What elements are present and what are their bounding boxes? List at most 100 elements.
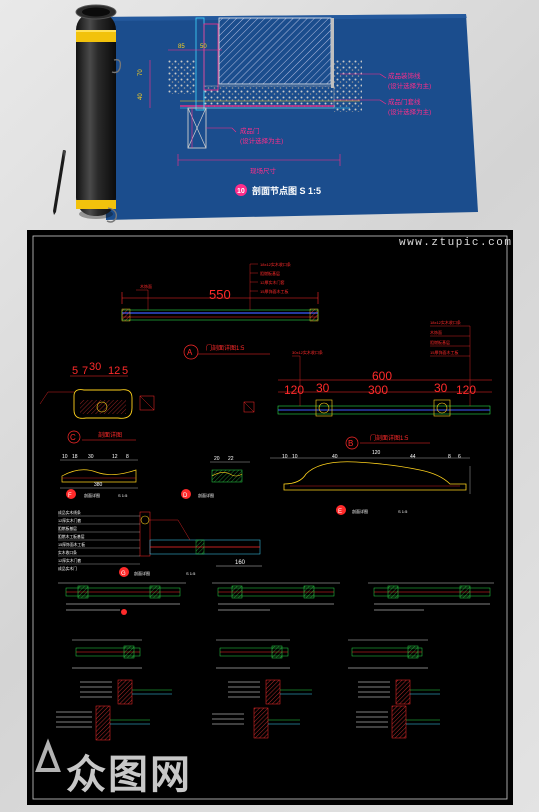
row3-e-dim-2: 10 [292, 454, 298, 460]
detail-thumb-row-1a [58, 582, 186, 615]
detail-b-letter: B [348, 439, 353, 448]
row3-e-dim-5: 44 [410, 454, 416, 460]
row3-f-dim-1: 10 [62, 454, 68, 460]
detail-thumb-row-2b [216, 639, 290, 669]
detail-c-dim-3: 30 [89, 361, 101, 373]
detail-thumb-row-3b [228, 679, 312, 705]
detail-b-dim-30-right: 30 [434, 381, 448, 395]
row3-e-label: 剖面详图 [352, 508, 368, 514]
top-note-decor-line: 成品装饰线 [388, 71, 421, 80]
row3-f-scale: S 1:5 [118, 493, 128, 498]
detail-thumb-row-4a [56, 705, 150, 741]
top-site-size: 现场尺寸 [250, 166, 277, 175]
detail-c-dim-4: 12 [108, 365, 120, 377]
row3-d-dim-1: 20 [214, 456, 220, 462]
row3-f-letter: F [68, 493, 72, 499]
detail-b-dim-30-left: 30 [316, 381, 330, 395]
section-g-drawing [58, 511, 262, 567]
section-g-letter: G [121, 571, 126, 577]
top-section-drawing [149, 17, 387, 166]
detail1-note-4: 15厚饰面木工板 [260, 288, 288, 294]
title-number-badge [235, 184, 247, 196]
row3-f-dim-3: 30 [88, 454, 94, 460]
row3-f-dim-4: 12 [112, 454, 118, 460]
tube-hook-icon [111, 58, 122, 74]
watermark-logo-icon [35, 738, 61, 772]
detail-thumb-row-2a [72, 639, 142, 669]
section-a-letter: A [187, 348, 193, 357]
row3-f-width: 380 [94, 482, 103, 488]
top-blueprint-sheet: 85 50 70 40 成品装饰线 (设计选择为主) 成品门套线 (设计选择为主… [100, 14, 478, 220]
row3-e-letter: E [338, 509, 342, 515]
detail1-note-1: 18x12实木收口条 [260, 261, 291, 267]
drafting-pen-icon [53, 150, 66, 215]
top-note-door: 成品门 [240, 126, 260, 135]
detail-b-label: 门剖面详图1:5 [370, 434, 409, 442]
row3-f-dim-2: 18 [72, 454, 78, 460]
detail1-note-2: 阻燃板基层 [260, 270, 280, 276]
detail-b-section [243, 325, 492, 417]
detail-b-dim-300: 300 [368, 383, 388, 397]
row3-e-dim-6: 8 [448, 454, 451, 460]
detail-c-dim-5: 5 [122, 365, 128, 377]
row3-f-marker [66, 489, 76, 499]
row3-d-dim-2: 22 [228, 456, 234, 462]
tube-yellow-band [76, 32, 116, 42]
detail-thumb-row-3c [358, 679, 440, 705]
detail-550-drawing [121, 263, 319, 322]
section-g-note-6: 实木收口条 [58, 550, 77, 555]
lower-detail-clusters [56, 582, 494, 741]
detail-b-note-1: 18x12实木收口条 [430, 319, 461, 325]
detail1-left-note: 木饰面 [140, 283, 152, 289]
detail-thumb-row-3a [80, 679, 172, 705]
watermark-url: www.ztupic.com [399, 237, 513, 249]
detail-b-left-note: 30x12实木收口条 [292, 349, 323, 355]
section-g-note-8: 成品实木门 [58, 566, 77, 571]
detail-c-dim-2: 7 [82, 365, 88, 377]
detail1-note-3: 12厚实木门套 [260, 279, 284, 285]
row3-e-dim-4: 120 [372, 450, 381, 456]
detail-c-dim-1: 5 [72, 365, 78, 377]
section-g-note-5: 15厚饰面木工板 [58, 542, 85, 547]
detail-b-note-4: 15厚饰面木工板 [430, 349, 458, 355]
top-note-door-frame: 成品门套线 [388, 97, 421, 106]
detail-b-note-2: 木饰面 [430, 329, 442, 335]
top-dim-70: 70 [138, 69, 144, 76]
top-title: 剖面节点图 S 1:5 [252, 185, 321, 196]
row3-e-scale: S 1:5 [398, 509, 408, 514]
section-g-note-3: 阻燃板基层 [58, 526, 77, 531]
detail-b-marker [345, 436, 359, 450]
row3-d-marker [181, 489, 191, 499]
detail-b-dim-600: 600 [372, 369, 392, 383]
detail-thumb-row-1b [212, 582, 340, 611]
detail-b-note-3: 阻燃板基层 [430, 339, 450, 345]
detail-c-letter: C [70, 433, 76, 442]
row3-e-marker [336, 505, 346, 515]
section-a-marker [183, 344, 199, 360]
watermark-logo-text: 众图网 [66, 752, 192, 798]
row3-f-dim-5: 8 [126, 454, 129, 460]
top-note-door-sub: (设计选择为主) [240, 136, 283, 145]
top-dim-40: 40 [138, 93, 144, 100]
section-g-marker [119, 567, 129, 577]
detail-c-label: 剖面详图 [98, 431, 122, 439]
detail-thumb-row-4c [356, 705, 440, 739]
detail-b-dim-120-left: 120 [284, 383, 304, 397]
section-g-label: 剖面详图 [134, 570, 150, 576]
section-g-dim-160: 160 [235, 560, 246, 566]
row3-profiles [60, 457, 471, 494]
section-a-label: 门剖面详图1:5 [206, 344, 245, 352]
detail-b-dim-120-right: 120 [456, 383, 476, 397]
section-g-note-1: 成品实木线条 [58, 510, 81, 515]
section-g-note-4: 阻燃木工板基层 [58, 534, 85, 539]
cad-sheet-frame [32, 235, 508, 800]
top-note-door-frame-sub: (设计选择为主) [388, 107, 431, 116]
detail-thumb-row-2c [348, 639, 428, 669]
row3-e-dim-7: 6 [458, 454, 461, 460]
row3-d-letter: D [183, 493, 188, 499]
rolled-drawing-tube [75, 4, 122, 223]
top-dim-85: 85 [178, 44, 185, 50]
top-note-decor-line-sub: (设计选择为主) [388, 81, 431, 90]
top-title-number: 10 [237, 188, 245, 195]
